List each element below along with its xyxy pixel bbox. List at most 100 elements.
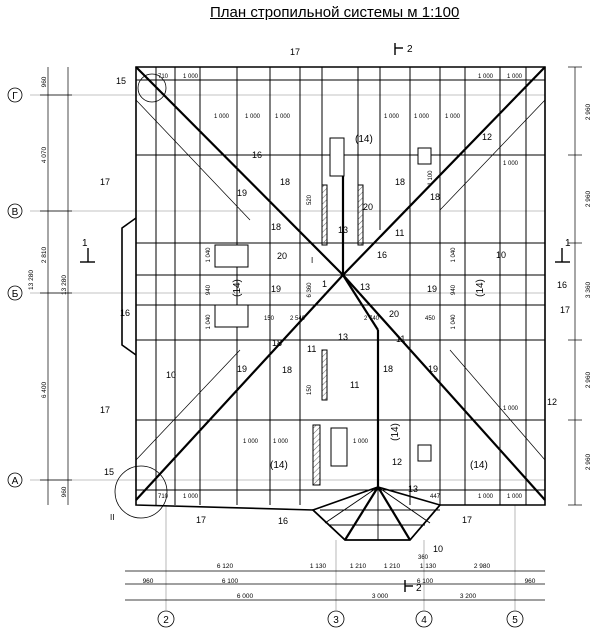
dim-b2-6100-a: 6 100 — [222, 578, 239, 585]
spacing-dim: 2 740 — [364, 316, 380, 322]
dim-13280-a: 13 280 — [28, 270, 35, 290]
callout-12: 12 — [482, 132, 492, 142]
spacing-dim: 450 — [425, 316, 436, 322]
openings — [214, 137, 432, 486]
callout-18: 18 — [282, 365, 292, 375]
callout-16: 16 — [252, 150, 262, 160]
callout-10: 10 — [433, 544, 443, 554]
callout-15: 15 — [104, 467, 114, 477]
spacing-dim: 1 000 — [445, 114, 461, 120]
spacing-dim: 1 000 — [183, 494, 199, 500]
spacing-dim: 1 000 — [414, 114, 430, 120]
spacing-dim: 1 000 — [214, 114, 230, 120]
spacing-dim: 1 000 — [245, 114, 261, 120]
dim-b2-960-b: 960 — [525, 578, 536, 585]
axis-label-b: Б — [12, 289, 19, 300]
callout-17: 17 — [196, 515, 206, 525]
callout-17: 17 — [462, 515, 472, 525]
spacing-dim: 1 040 — [206, 314, 212, 330]
axis-label-5: 5 — [512, 615, 518, 626]
callout-18: 18 — [430, 192, 440, 202]
rafters — [155, 67, 527, 505]
callout-13: 13 — [338, 225, 348, 235]
panel-label-14: (14) — [270, 460, 288, 471]
panel-label-14: (14) — [470, 460, 488, 471]
axis-label-a: А — [12, 476, 19, 487]
callout-1: 1 — [322, 279, 327, 289]
panel-label-14: (14) — [232, 279, 243, 297]
section-markers — [80, 43, 570, 592]
spacing-dim: 1 100 — [428, 170, 434, 186]
callout-16: 16 — [120, 308, 130, 318]
dim-r-2960-d: 2 960 — [585, 453, 592, 470]
spacing-dim: 1 000 — [507, 494, 523, 500]
callout-13: 13 — [338, 332, 348, 342]
roman-ii: II — [110, 513, 114, 522]
spacing-dim: 360 — [418, 555, 429, 561]
callout-11: 11 — [307, 344, 316, 354]
dim-960-bot: 960 — [61, 486, 68, 497]
callout-18: 18 — [395, 177, 405, 187]
dim-b2-6100-b: 6 100 — [417, 578, 434, 585]
left-dimension-lines — [40, 67, 72, 505]
axis-label-v: В — [12, 207, 19, 218]
dim-2810: 2 810 — [41, 246, 48, 263]
spacing-dim: 1 000 — [384, 114, 400, 120]
callout-18: 18 — [383, 364, 393, 374]
callout-20: 20 — [389, 309, 399, 319]
spacing-dim: 1 000 — [503, 161, 519, 167]
callout-17: 17 — [290, 47, 300, 57]
callout-16: 16 — [278, 516, 288, 526]
dim-b-1130-a: 1 130 — [310, 563, 327, 570]
callout-11: 11 — [396, 334, 405, 344]
dim-r-2960-a: 2 960 — [585, 103, 592, 120]
spacing-dim: 1 000 — [275, 114, 291, 120]
axis-label-2: 2 — [163, 615, 169, 626]
spacing-dim: 1 040 — [451, 247, 457, 263]
spacing-dim: 1 000 — [478, 74, 494, 80]
callout-10: 10 — [496, 250, 506, 260]
callout-11: 11 — [395, 228, 404, 238]
callout-19: 19 — [428, 364, 438, 374]
spacing-dim: 1 000 — [507, 74, 523, 80]
panel-label-14: (14) — [475, 279, 486, 297]
spacing-dim: 1 000 — [243, 439, 259, 445]
spacing-dim: 1 000 — [273, 439, 289, 445]
dim-960-top: 960 — [41, 76, 48, 87]
callout-17: 17 — [100, 405, 110, 415]
section-1-left: 1 — [82, 238, 88, 249]
callout-20: 20 — [363, 202, 373, 212]
grid-lines — [30, 94, 545, 610]
dim-b-1210-a: 1 210 — [350, 563, 367, 570]
spacing-dim: 1 000 — [353, 439, 369, 445]
axis-label-g: Г — [12, 91, 18, 102]
spacing-dim: 710 — [158, 74, 169, 80]
dim-4070: 4 070 — [41, 146, 48, 163]
callout-18: 18 — [271, 222, 281, 232]
right-dimension-lines — [568, 66, 582, 506]
spacing-dim: 1 040 — [451, 314, 457, 330]
callout-11: 11 — [350, 380, 359, 390]
callout-20: 20 — [277, 251, 287, 261]
panel-label-14: (14) — [355, 134, 373, 145]
axis-label-4: 4 — [421, 615, 427, 626]
section-1-right: 1 — [565, 238, 571, 249]
dim-b3-3000: 3 000 — [372, 593, 389, 600]
spacing-dim: 2 540 — [290, 316, 306, 322]
callout-19: 19 — [237, 188, 247, 198]
dim-b3-3200: 3 200 — [460, 593, 477, 600]
callout-13: 13 — [360, 282, 370, 292]
spacing-dim: 940 — [451, 284, 457, 295]
detail-circles — [114, 73, 168, 519]
spacing-dim: 520 — [307, 194, 313, 205]
callout-17: 17 — [560, 305, 570, 315]
braces — [135, 99, 546, 461]
dim-13280-b: 13 280 — [61, 275, 68, 295]
dim-r-2960-c: 2 960 — [585, 371, 592, 388]
dim-b-2980: 2 980 — [474, 563, 491, 570]
axis-bubbles — [7, 87, 524, 628]
section-2-top: 2 — [407, 44, 413, 55]
axis-label-3: 3 — [333, 615, 339, 626]
dim-b-1210-b: 1 210 — [384, 563, 401, 570]
